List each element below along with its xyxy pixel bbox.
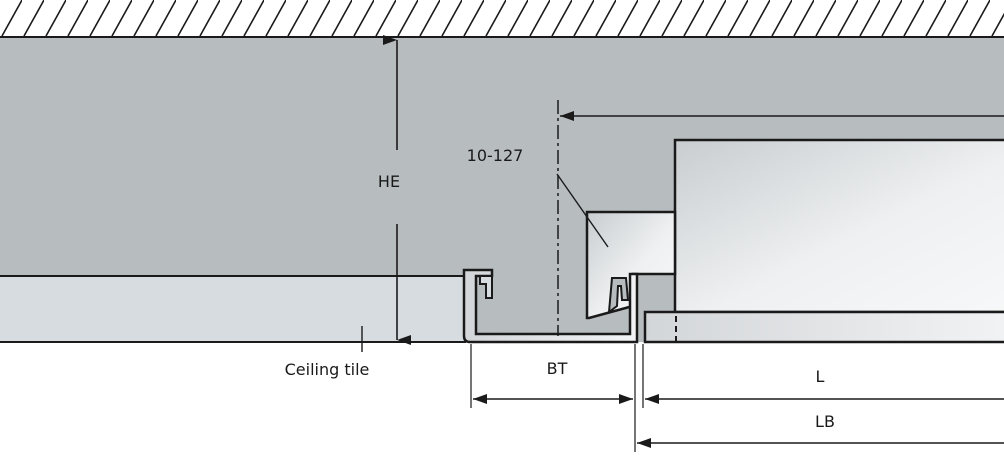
lb-label: LB — [815, 412, 835, 431]
ceiling-tile-label: Ceiling tile — [285, 360, 370, 379]
part-number-label: 10-127 — [467, 146, 524, 165]
diffuser-frame — [643, 310, 1004, 344]
t-grid-lip — [479, 275, 493, 299]
slab-hatch — [0, 0, 1004, 36]
clip-hook — [607, 277, 630, 315]
l-label: L — [816, 367, 825, 386]
ceiling-tile — [0, 276, 466, 342]
part-number-leader — [556, 173, 609, 248]
t-grid-profile — [462, 268, 639, 344]
luminaire-housing — [673, 138, 1004, 314]
he-label: HE — [378, 172, 400, 191]
bt-label: BT — [547, 359, 568, 378]
